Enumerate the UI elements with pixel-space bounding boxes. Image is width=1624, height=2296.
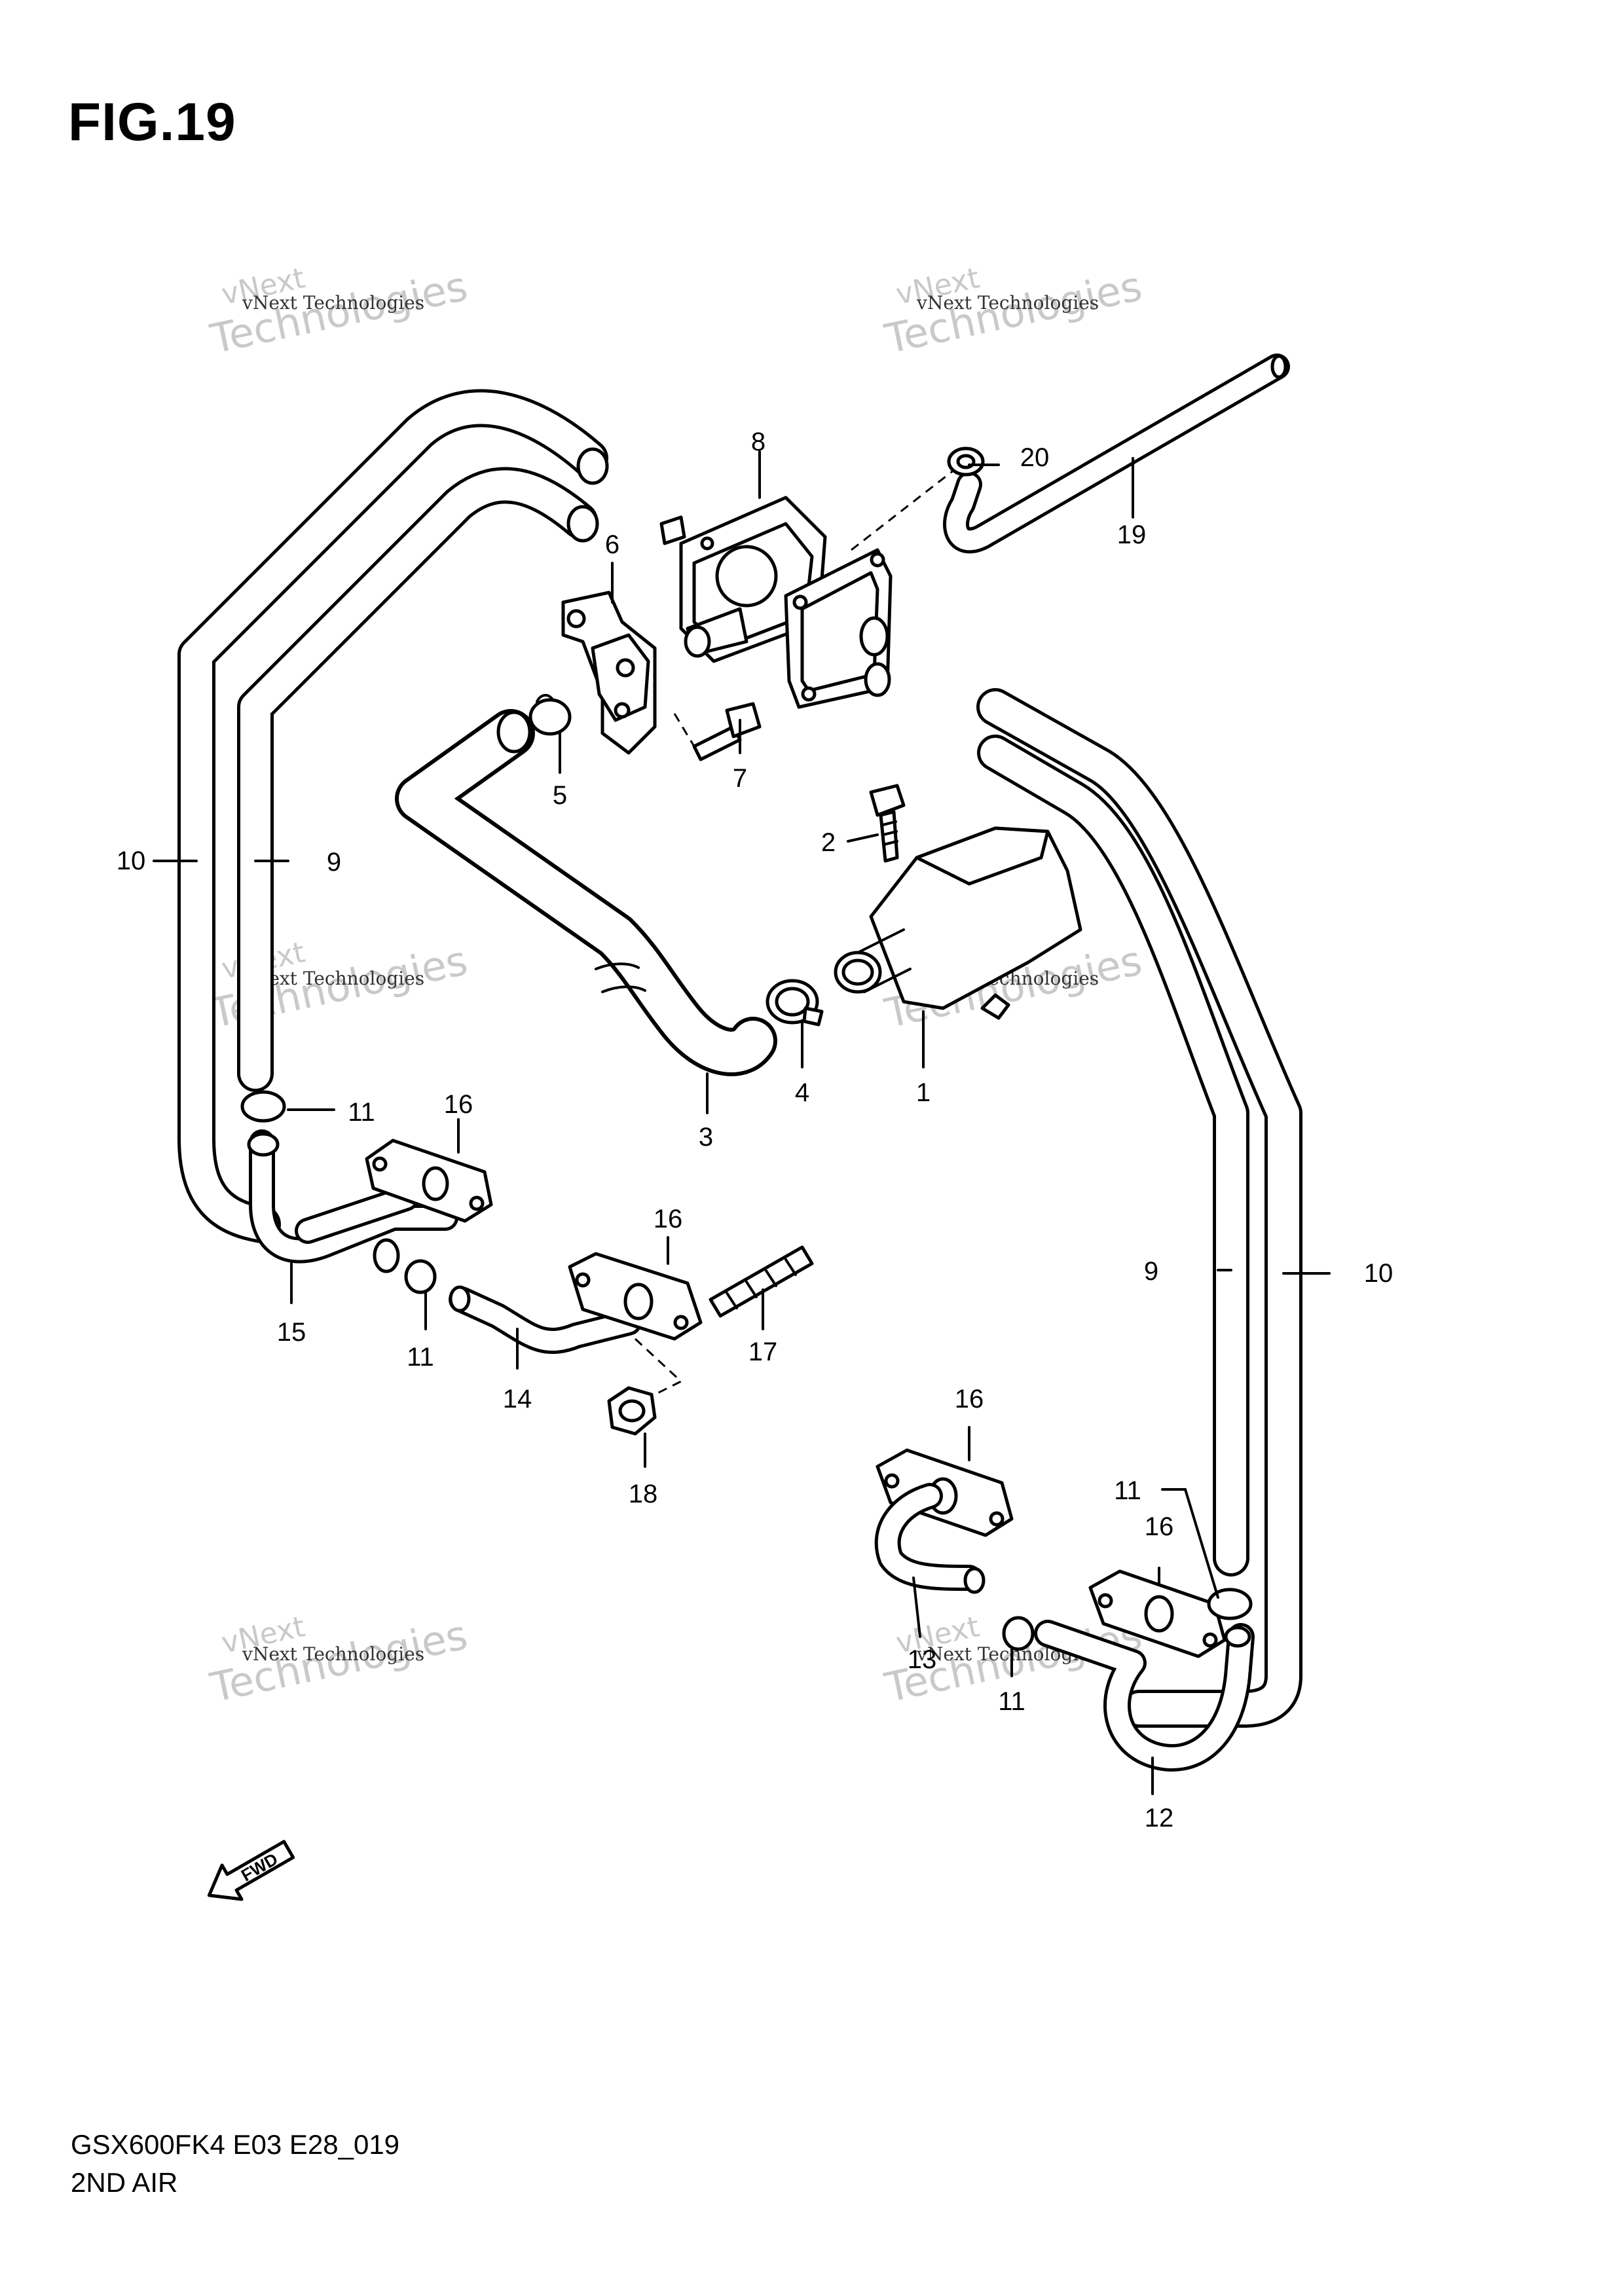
pipe-14 xyxy=(449,1285,642,1354)
assembly-name: 2ND AIR xyxy=(71,2167,178,2198)
clamp-11-right-upper xyxy=(1207,1588,1253,1620)
clamp-11-left-lower xyxy=(404,1259,437,1294)
callout-11-right-upper: 11 xyxy=(1114,1476,1141,1505)
pipe-12 xyxy=(1034,1620,1255,1772)
callout-9-left: 9 xyxy=(327,848,341,877)
watermark-text: vNext Technologies xyxy=(916,292,1099,314)
watermark-text: vNext Technologies xyxy=(242,1643,424,1665)
callout-10-right: 10 xyxy=(1364,1259,1393,1288)
hose-9-right xyxy=(977,735,1249,1576)
gasket-16-right-lower xyxy=(1088,1569,1227,1658)
hose-3 xyxy=(395,709,777,1076)
pipe-13 xyxy=(874,1483,986,1594)
callout-20: 20 xyxy=(1020,443,1050,472)
callout-1: 1 xyxy=(916,1078,931,1107)
callout-17: 17 xyxy=(748,1338,778,1366)
reed-valve-8 xyxy=(659,496,893,709)
callout-14: 14 xyxy=(503,1385,532,1413)
hose-9-left xyxy=(237,467,599,1092)
callout-9-right: 9 xyxy=(1144,1257,1158,1286)
callout-12: 12 xyxy=(1145,1804,1174,1832)
callout-11-left-lower: 11 xyxy=(407,1343,434,1372)
callout-4: 4 xyxy=(795,1078,809,1107)
callout-16-right-upper: 16 xyxy=(955,1385,984,1413)
hose-10-left xyxy=(177,389,609,1243)
clamp-5 xyxy=(528,694,572,736)
hose-10-right xyxy=(976,688,1302,1728)
clamp-4 xyxy=(766,979,824,1027)
callout-13: 13 xyxy=(908,1645,937,1674)
model-code: GSX600FK4 E03 E28_019 xyxy=(71,2129,400,2160)
callout-16-right-lower: 16 xyxy=(1145,1512,1174,1541)
figure-title: FIG.19 xyxy=(68,92,236,152)
callout-8: 8 xyxy=(751,428,766,456)
callout-11-left-upper: 11 xyxy=(348,1098,375,1127)
callout-15: 15 xyxy=(277,1318,306,1347)
leader-lines xyxy=(153,450,1331,1795)
pipe-15 xyxy=(247,1129,458,1273)
callout-2: 2 xyxy=(821,828,836,857)
bolt-2 xyxy=(869,784,906,863)
callout-3: 3 xyxy=(699,1123,713,1152)
callout-18: 18 xyxy=(629,1480,658,1508)
watermark-text: vNext Technologies xyxy=(242,292,424,314)
stud-17 xyxy=(709,1245,814,1318)
callout-19: 19 xyxy=(1117,520,1147,549)
callout-6: 6 xyxy=(605,530,619,559)
bolt-7 xyxy=(673,702,762,761)
callout-10-left: 10 xyxy=(117,847,146,875)
nut-18 xyxy=(607,1338,683,1436)
case-1 xyxy=(834,826,1082,1020)
gasket-16-left xyxy=(365,1139,493,1223)
clamp-11-right-lower xyxy=(1002,1616,1035,1651)
callout-5: 5 xyxy=(553,781,567,810)
hose-19 xyxy=(851,354,1290,554)
clamp-20 xyxy=(947,446,985,477)
callout-7: 7 xyxy=(733,764,747,793)
clamp-11-left-upper xyxy=(240,1090,286,1123)
fwd-arrow-icon: FWD xyxy=(207,1840,295,1901)
callout-16-center: 16 xyxy=(654,1205,683,1233)
gasket-16-center xyxy=(568,1252,703,1341)
callout-11-right-lower: 11 xyxy=(998,1687,1025,1716)
bracket-6 xyxy=(561,591,657,755)
callout-labels: 8 20 19 6 5 7 2 4 1 3 10 9 11 16 15 11 1… xyxy=(117,428,1393,1832)
callout-16-left: 16 xyxy=(444,1090,473,1119)
